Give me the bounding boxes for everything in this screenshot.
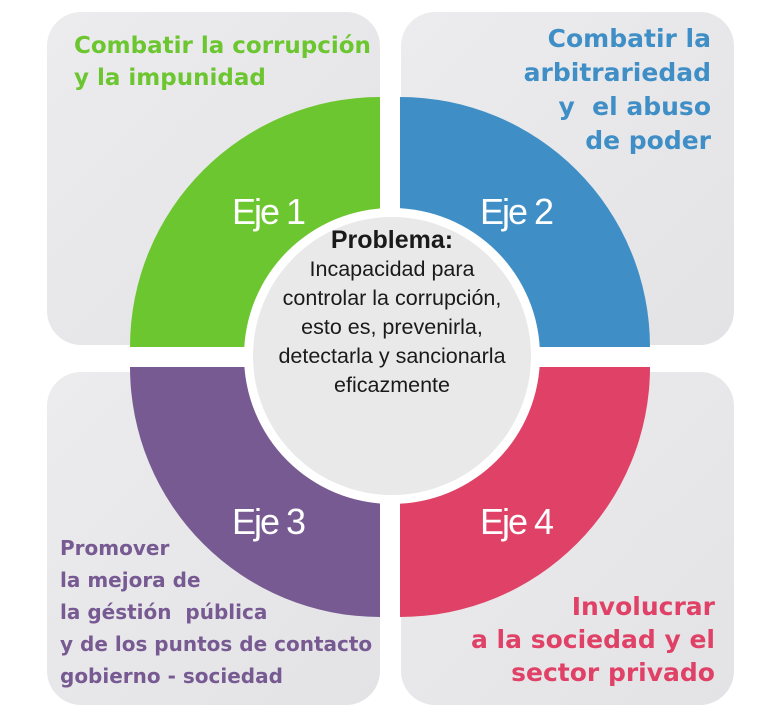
problem-text: Incapacidad para controlar la corrupción… — [278, 257, 506, 397]
problem-heading: Problema: — [330, 226, 454, 254]
eje-1-label: Eje 1 — [232, 191, 305, 232]
eje-4-label: Eje 4 — [480, 501, 553, 542]
center-circle — [253, 217, 531, 495]
problem-statement: Problema: Incapacidad para controlar la … — [252, 225, 532, 400]
eje-3-label: Eje 3 — [232, 501, 305, 542]
eje-2-label: Eje 2 — [480, 191, 553, 232]
eje-4-title: Involucrar a la sociedad y el sector pri… — [470, 592, 715, 687]
eje-2-title: Combatir la arbitrariedad y el abuso de … — [523, 24, 711, 155]
eje-1-title: Combatir la corrupción y la impunidad — [74, 33, 371, 91]
eje-3-title: Promover la mejora de la géstión pública… — [60, 536, 373, 688]
